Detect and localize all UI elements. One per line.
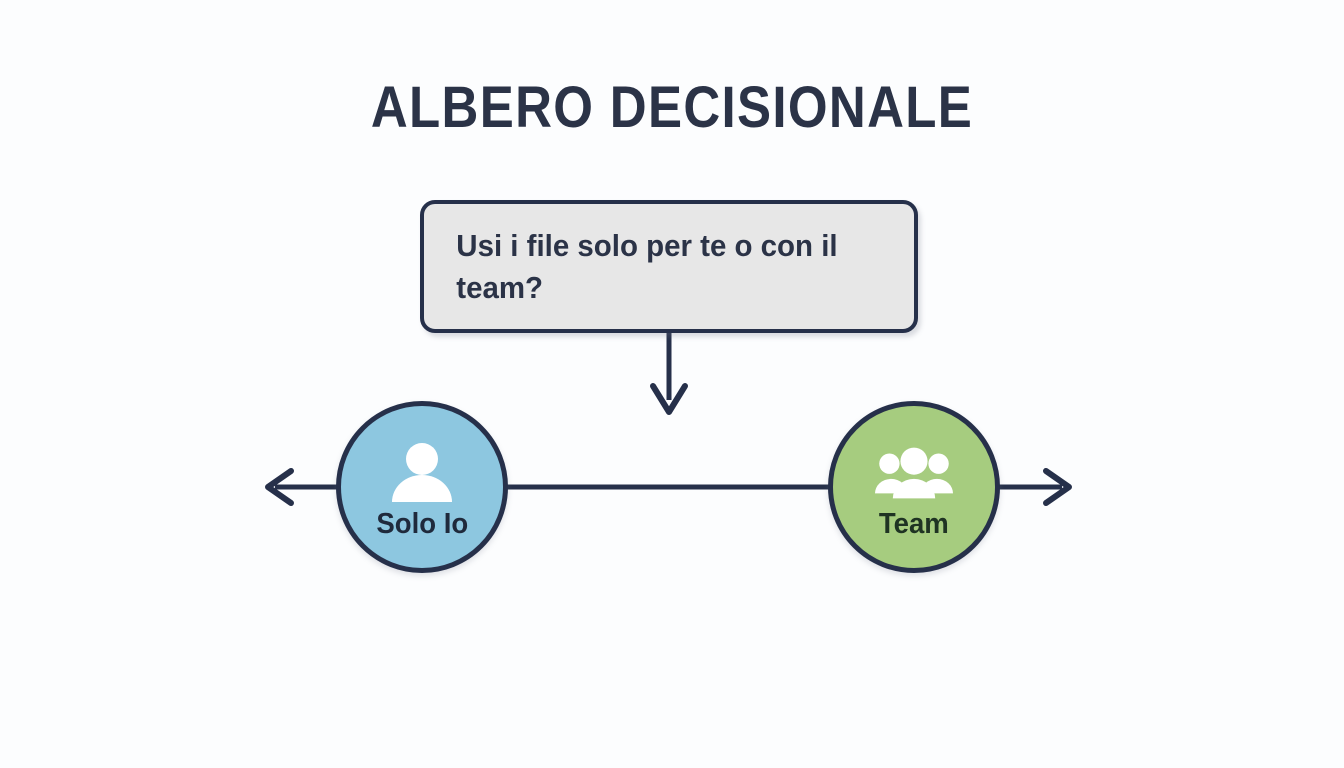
- question-text: Usi i file solo per te o con il team?: [456, 227, 838, 305]
- question-box[interactable]: Usi i file solo per te o con il team?: [420, 200, 918, 333]
- single-person-icon: [392, 442, 452, 502]
- node-team[interactable]: Team: [828, 401, 1000, 573]
- node-solo-io-label: Solo Io: [376, 507, 468, 540]
- arrow-down-icon: [650, 333, 688, 415]
- node-team-label: Team: [879, 507, 949, 540]
- group-people-icon: [875, 447, 953, 498]
- node-solo-io[interactable]: Solo Io: [336, 401, 508, 573]
- arrow-left-icon: [265, 468, 338, 506]
- arrow-right-icon: [998, 468, 1072, 506]
- page-title: ALBERO DECISIONALE: [370, 75, 974, 140]
